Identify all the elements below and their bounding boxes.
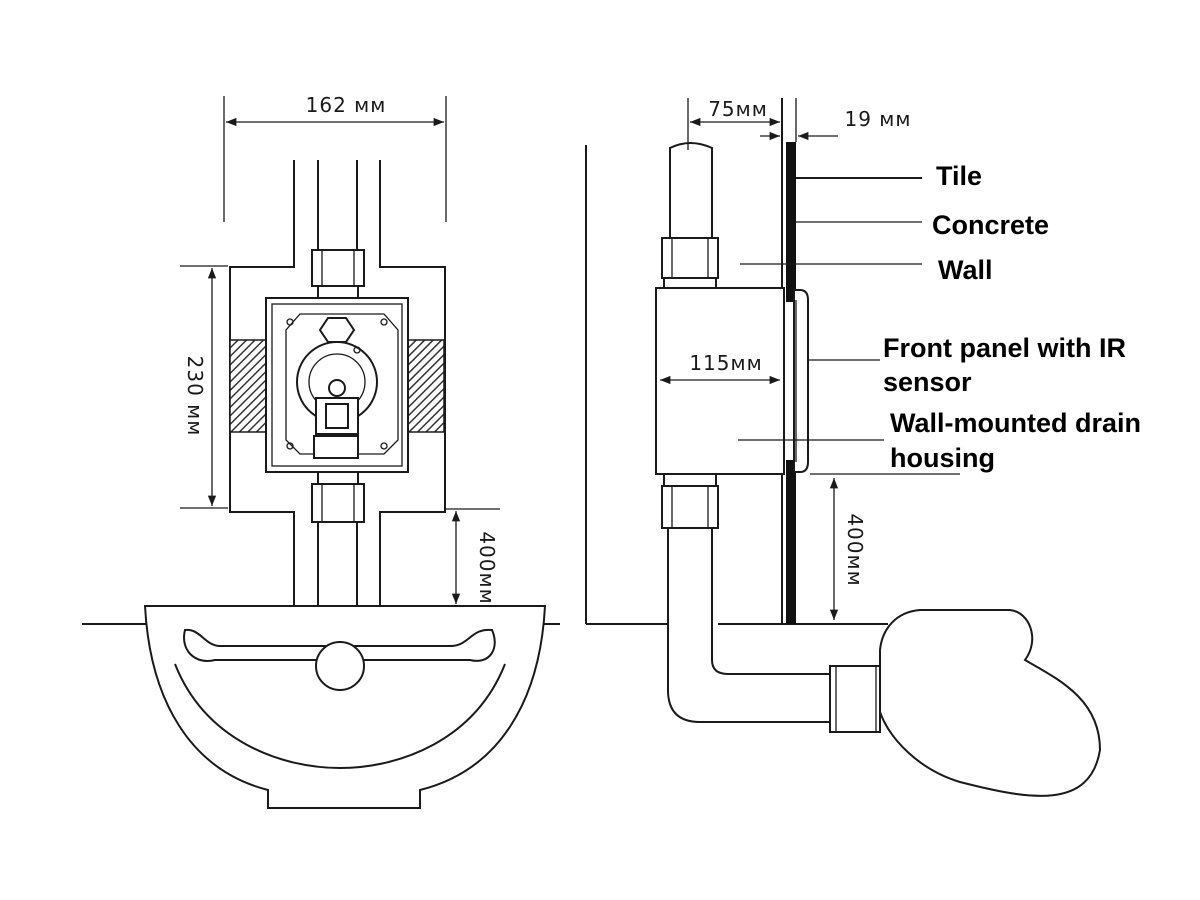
label-front-panel-line2: sensor bbox=[883, 367, 972, 397]
dim-height-box: 230 мм bbox=[183, 356, 207, 437]
valve-inner-plate bbox=[285, 313, 399, 455]
label-front-panel-line1: Front panel with IR bbox=[883, 333, 1126, 363]
label-tile: Tile bbox=[936, 161, 982, 191]
hatched-wall-right bbox=[407, 339, 445, 433]
side-lower-nut bbox=[661, 485, 719, 529]
side-drain-pipe-inner bbox=[711, 528, 836, 675]
lower-pipe-nut bbox=[311, 483, 365, 523]
fixture-body bbox=[879, 609, 1102, 797]
dim-drop-left: 400мм bbox=[475, 531, 499, 604]
pipe-coupling bbox=[829, 665, 881, 733]
basin-inner-rim bbox=[183, 628, 496, 662]
label-wall: Wall bbox=[938, 255, 993, 285]
dim-depth-housing: 115мм bbox=[689, 351, 762, 375]
label-drain-housing-line2: housing bbox=[890, 443, 995, 473]
label-concrete: Concrete bbox=[932, 210, 1049, 240]
dim-width-front: 162 мм bbox=[306, 93, 387, 117]
side-drain-pipe-outer bbox=[667, 528, 836, 723]
hatched-wall-left bbox=[229, 339, 267, 433]
dim-wall-thickness: 19 мм bbox=[845, 107, 912, 131]
side-upper-nut bbox=[661, 237, 719, 279]
label-drain-housing-line1: Wall-mounted drain bbox=[890, 408, 1141, 438]
side-view: 75мм 19 мм 115мм 400мм bbox=[585, 97, 1102, 797]
dim-drop-right: 400мм bbox=[843, 513, 867, 586]
washbasin bbox=[143, 605, 547, 809]
side-upper-pipe bbox=[669, 142, 713, 240]
front-view: 162 мм 230 мм 400мм bbox=[82, 93, 560, 809]
drain-housing bbox=[655, 287, 785, 475]
dim-offset-side: 75мм bbox=[708, 97, 768, 121]
basin-drain bbox=[315, 641, 365, 691]
front-panel-ir-sensor bbox=[793, 289, 809, 473]
upper-pipe-nut bbox=[311, 249, 365, 287]
tile-layer bbox=[786, 142, 796, 302]
tile-layer-lower bbox=[786, 460, 796, 624]
